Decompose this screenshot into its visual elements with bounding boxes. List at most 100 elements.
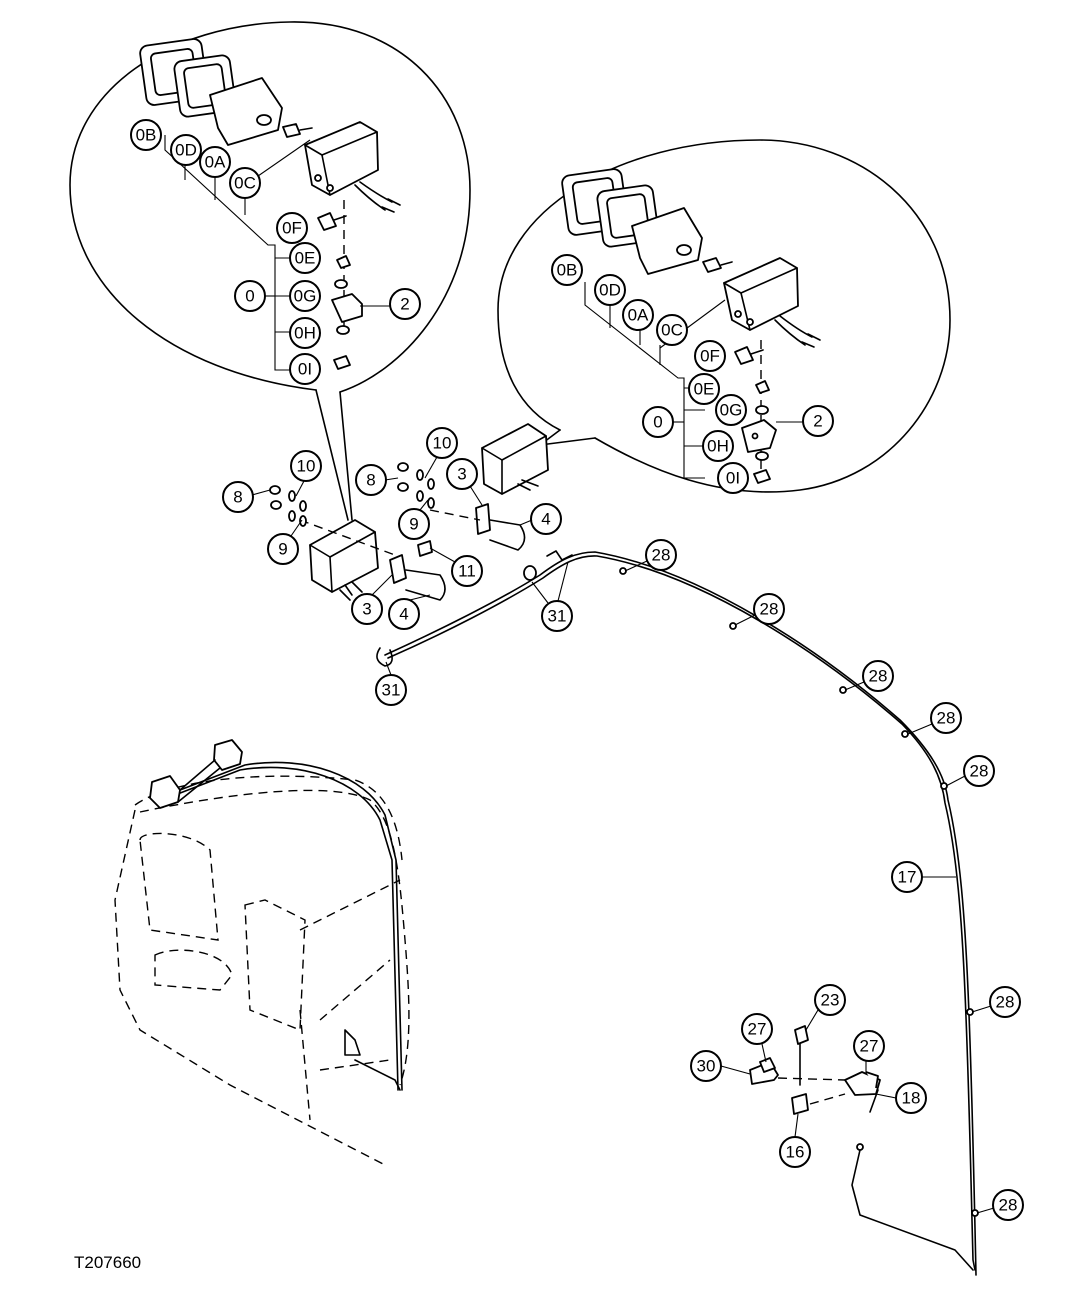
callout-h-31b: 31 [375,674,407,706]
callout-h-28e: 28 [963,755,995,787]
svg-text:11: 11 [458,562,476,581]
callout-m-10a: 10 [290,450,322,482]
wiring-harness [376,550,979,1276]
svg-text:30: 30 [697,1057,716,1076]
svg-text:16: 16 [786,1143,805,1162]
svg-text:0C: 0C [661,321,683,340]
svg-text:0B: 0B [136,126,157,145]
svg-text:28: 28 [869,667,888,686]
left-lamp-parts [139,38,401,371]
svg-text:3: 3 [362,600,371,619]
callout-r-0c: 0C [656,314,688,346]
callout-r-0b: 0B [551,254,583,286]
callout-s-18: 18 [895,1082,927,1114]
svg-text:0H: 0H [707,437,729,456]
svg-text:31: 31 [548,607,567,626]
svg-text:0E: 0E [694,380,715,399]
callout-r-0f: 0F [694,340,726,372]
callout-l-0i: 0I [289,353,321,385]
callout-l-0e: 0E [289,242,321,274]
svg-text:8: 8 [366,471,375,490]
callout-m-4a: 4 [530,503,562,535]
callout-r-0a: 0A [622,299,654,331]
svg-text:0I: 0I [298,360,312,379]
svg-text:0: 0 [245,287,254,306]
figure-id: T207660 [74,1253,142,1272]
svg-text:0G: 0G [294,287,317,306]
svg-text:2: 2 [400,295,409,314]
callout-l-0d: 0D [170,134,202,166]
svg-text:3: 3 [457,465,466,484]
callout-h-17: 17 [891,861,923,893]
svg-text:0H: 0H [294,324,316,343]
callout-h-28a: 28 [645,539,677,571]
svg-text:4: 4 [399,605,408,624]
callout-l-2: 2 [389,288,421,320]
svg-text:0F: 0F [700,347,720,366]
callout-r-0i: 0I [717,462,749,494]
svg-text:9: 9 [409,515,418,534]
svg-text:2: 2 [813,412,822,431]
callout-s-27a: 27 [741,1013,773,1045]
callout-l-0h: 0H [289,317,321,349]
callout-s-16: 16 [779,1136,811,1168]
callout-m-11: 11 [451,555,483,587]
svg-text:4: 4 [541,510,550,529]
right-lamp-parts [561,168,821,484]
svg-text:31: 31 [382,681,401,700]
callout-m-8b: 8 [355,464,387,496]
svg-text:0A: 0A [628,306,649,325]
callout-leaders [251,456,995,1214]
callout-m-3a: 3 [446,458,478,490]
cab-outline [114,739,410,1166]
callout-m-8a: 8 [222,481,254,513]
svg-text:28: 28 [937,709,956,728]
left-detail-bubble [69,21,471,521]
svg-text:0F: 0F [282,219,302,238]
svg-text:0A: 0A [205,153,226,172]
callout-l-0b: 0B [130,119,162,151]
callout-s-23: 23 [814,984,846,1016]
svg-text:0D: 0D [175,141,197,160]
svg-text:17: 17 [898,868,917,887]
svg-text:0G: 0G [720,401,743,420]
switch-cluster [749,1025,881,1115]
callout-m-4b: 4 [388,598,420,630]
svg-text:23: 23 [821,991,840,1010]
callout-l-0f: 0F [276,212,308,244]
callout-m-9a: 9 [267,533,299,565]
callout-h-28g: 28 [992,1189,1024,1221]
svg-text:0I: 0I [726,469,740,488]
callout-l-0: 0 [234,280,266,312]
svg-text:18: 18 [902,1089,921,1108]
svg-text:0: 0 [653,413,662,432]
callout-l-0c: 0C [229,167,261,199]
callout-l-0g: 0G [289,280,321,312]
callout-s-27b: 27 [853,1030,885,1062]
callout-m-3b: 3 [351,593,383,625]
middle-lamp-assembly [269,423,549,601]
callout-h-28c: 28 [862,660,894,692]
callout-r-2: 2 [802,405,834,437]
callout-s-30: 30 [690,1050,722,1082]
svg-text:9: 9 [278,540,287,559]
callout-h-28b: 28 [753,593,785,625]
callout-r-0e: 0E [688,373,720,405]
svg-text:27: 27 [748,1020,767,1039]
callout-m-9b: 9 [398,508,430,540]
svg-text:28: 28 [996,993,1015,1012]
svg-text:28: 28 [970,762,989,781]
svg-text:28: 28 [760,600,779,619]
svg-text:10: 10 [297,457,316,476]
svg-text:0B: 0B [557,261,578,280]
callout-r-0h: 0H [702,430,734,462]
svg-text:10: 10 [433,434,452,453]
svg-text:0D: 0D [599,281,621,300]
callout-r-0g: 0G [715,394,747,426]
svg-text:8: 8 [233,488,242,507]
callout-r-0d: 0D [594,274,626,306]
callout-h-28f: 28 [989,986,1021,1018]
svg-text:28: 28 [999,1196,1018,1215]
callout-l-0a: 0A [199,146,231,178]
